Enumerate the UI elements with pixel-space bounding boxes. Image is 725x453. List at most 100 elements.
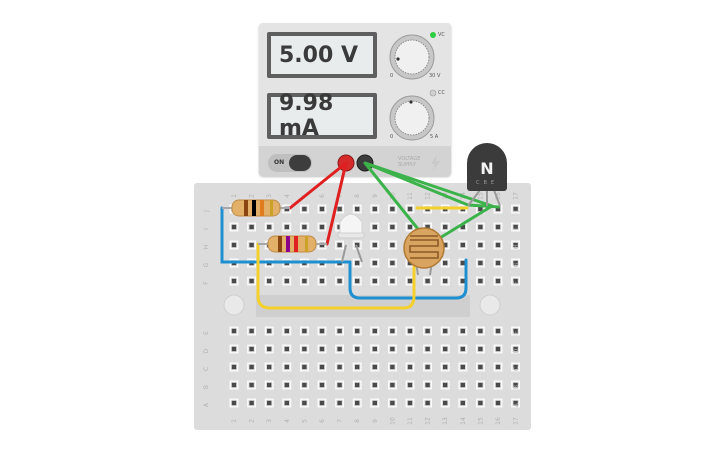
breadboard-hole[interactable] — [407, 364, 413, 370]
breadboard-hole[interactable] — [355, 400, 360, 406]
white-led[interactable] — [337, 213, 365, 263]
breadboard-hole[interactable] — [249, 400, 254, 406]
npn-transistor[interactable]: N CBE — [467, 143, 507, 191]
breadboard-hole[interactable] — [284, 346, 289, 352]
breadboard-hole[interactable] — [478, 260, 483, 266]
breadboard-hole[interactable] — [249, 346, 254, 352]
photoresistor[interactable] — [403, 227, 445, 276]
breadboard-hole[interactable] — [337, 364, 342, 370]
breadboard-hole[interactable] — [372, 328, 377, 334]
breadboard-hole[interactable] — [460, 260, 465, 266]
breadboard-hole[interactable] — [390, 242, 395, 248]
red-wire-to-resistor2[interactable] — [325, 161, 348, 246]
breadboard-hole[interactable] — [390, 382, 395, 388]
breadboard-hole[interactable] — [355, 382, 360, 388]
breadboard-hole[interactable] — [390, 206, 395, 212]
breadboard-hole[interactable] — [513, 346, 518, 352]
green-wire[interactable] — [363, 161, 494, 246]
breadboard-hole[interactable] — [495, 364, 501, 370]
green-wire-end[interactable] — [467, 203, 501, 209]
breadboard-hole[interactable] — [355, 346, 360, 352]
breadboard-hole[interactable] — [495, 328, 501, 334]
breadboard-hole[interactable] — [513, 328, 518, 334]
breadboard-hole[interactable] — [284, 400, 289, 406]
breadboard-hole[interactable] — [249, 278, 254, 284]
breadboard-hole[interactable] — [337, 278, 342, 284]
breadboard-hole[interactable] — [319, 278, 325, 284]
current-knob[interactable] — [389, 95, 435, 141]
breadboard-hole[interactable] — [249, 242, 254, 248]
resistor-1[interactable] — [222, 199, 290, 217]
breadboard-hole[interactable] — [284, 364, 289, 370]
breadboard-hole[interactable] — [495, 346, 501, 352]
breadboard-hole[interactable] — [443, 400, 448, 406]
resistor-2[interactable] — [258, 235, 327, 253]
yellow-wire-long[interactable] — [256, 242, 416, 310]
breadboard-hole[interactable] — [407, 278, 413, 284]
breadboard-hole[interactable] — [443, 328, 448, 334]
breadboard-hole[interactable] — [460, 346, 465, 352]
breadboard-hole[interactable] — [284, 224, 289, 230]
breadboard-hole[interactable] — [372, 206, 377, 212]
breadboard-hole[interactable] — [372, 224, 377, 230]
breadboard-hole[interactable] — [407, 206, 413, 212]
breadboard-hole[interactable] — [231, 400, 237, 406]
breadboard-hole[interactable] — [355, 260, 360, 266]
breadboard-hole[interactable] — [372, 260, 377, 266]
breadboard-hole[interactable] — [249, 224, 254, 230]
breadboard-hole[interactable] — [460, 364, 465, 370]
breadboard-hole[interactable] — [407, 224, 413, 230]
breadboard-hole[interactable] — [337, 206, 342, 212]
breadboard-hole[interactable] — [267, 382, 272, 388]
breadboard-hole[interactable] — [407, 346, 413, 352]
breadboard-hole[interactable] — [372, 382, 377, 388]
breadboard-hole[interactable] — [302, 382, 307, 388]
breadboard-hole[interactable] — [302, 278, 307, 284]
blue-wire-right[interactable] — [348, 258, 468, 300]
breadboard-hole[interactable] — [231, 346, 237, 352]
breadboard-hole[interactable] — [443, 224, 448, 230]
breadboard-hole[interactable] — [407, 382, 413, 388]
breadboard-hole[interactable] — [390, 400, 395, 406]
breadboard-hole[interactable] — [319, 224, 325, 230]
breadboard-hole[interactable] — [513, 278, 518, 284]
breadboard-hole[interactable] — [460, 400, 465, 406]
breadboard-hole[interactable] — [460, 242, 465, 248]
breadboard-hole[interactable] — [513, 382, 518, 388]
breadboard-hole[interactable] — [319, 382, 325, 388]
breadboard-hole[interactable] — [372, 242, 377, 248]
breadboard-hole[interactable] — [478, 346, 483, 352]
breadboard-hole[interactable] — [355, 206, 360, 212]
breadboard-hole[interactable] — [319, 364, 325, 370]
breadboard-hole[interactable] — [478, 382, 483, 388]
breadboard-hole[interactable] — [513, 364, 518, 370]
breadboard-hole[interactable] — [390, 224, 395, 230]
breadboard-hole[interactable] — [284, 328, 289, 334]
breadboard-hole[interactable] — [425, 278, 430, 284]
breadboard-hole[interactable] — [425, 400, 430, 406]
breadboard-hole[interactable] — [337, 242, 342, 248]
breadboard-hole[interactable] — [425, 382, 430, 388]
breadboard-hole[interactable] — [478, 400, 483, 406]
breadboard-hole[interactable] — [249, 382, 254, 388]
breadboard-hole[interactable] — [267, 400, 272, 406]
breadboard-hole[interactable] — [460, 328, 465, 334]
breadboard-hole[interactable] — [231, 382, 237, 388]
breadboard-hole[interactable] — [407, 328, 413, 334]
power-supply[interactable]: 5.00 V 9.98 mA VC CC 0 30 V 0 5 A O — [259, 23, 451, 176]
breadboard-hole[interactable] — [302, 400, 307, 406]
breadboard-hole[interactable] — [284, 382, 289, 388]
breadboard-hole[interactable] — [495, 260, 501, 266]
breadboard-hole[interactable] — [495, 242, 501, 248]
breadboard-hole[interactable] — [302, 206, 307, 212]
breadboard-hole[interactable] — [495, 224, 501, 230]
breadboard-hole[interactable] — [319, 206, 325, 212]
breadboard-hole[interactable] — [460, 278, 465, 284]
breadboard-hole[interactable] — [302, 346, 307, 352]
red-wire-to-resistor[interactable] — [288, 161, 348, 210]
breadboard-hole[interactable] — [478, 364, 483, 370]
breadboard-hole[interactable] — [231, 364, 237, 370]
breadboard-hole[interactable] — [513, 260, 518, 266]
breadboard-hole[interactable] — [443, 242, 448, 248]
